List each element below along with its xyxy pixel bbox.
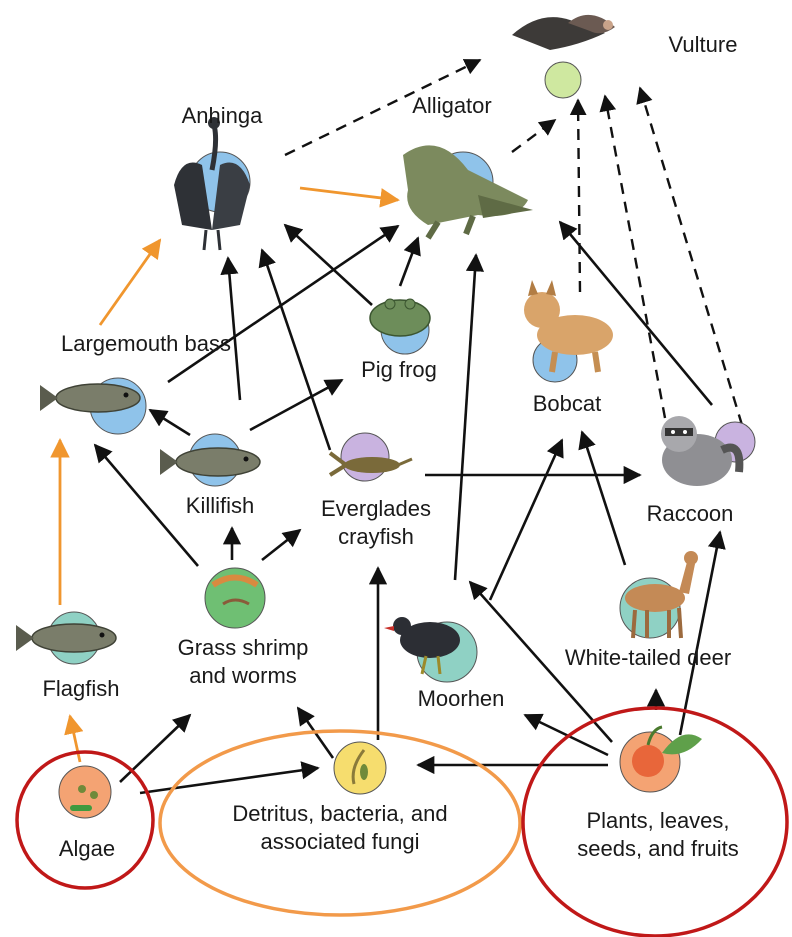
node-deer-label: White-tailed deer bbox=[565, 645, 731, 670]
node-alligator-label: Alligator bbox=[412, 93, 491, 118]
node-grass-shrimp-label-line-1: Grass shrimp bbox=[178, 635, 309, 660]
node-pig-frog-label: Pig frog bbox=[361, 357, 437, 382]
node-plants: Plants, leaves, seeds, and fruits bbox=[577, 727, 738, 861]
node-detritus-label-line-1: Detritus, bacteria, and bbox=[232, 801, 447, 826]
node-algae: Algae bbox=[59, 766, 115, 861]
edge-moorhen-to-alligator bbox=[455, 255, 476, 580]
edge-deer-to-bobcat bbox=[582, 432, 625, 565]
node-largemouth-bass-label: Largemouth bass bbox=[61, 331, 231, 356]
edge-algae-to-detritus bbox=[140, 768, 318, 793]
edge-moorhen-to-bobcat bbox=[490, 440, 562, 600]
node-vulture-badge bbox=[545, 62, 581, 98]
node-deer: White-tailed deer bbox=[565, 551, 731, 670]
edge-largemouth-bass-to-anhinga bbox=[100, 240, 160, 325]
node-bobcat: Bobcat bbox=[524, 280, 613, 416]
edge-anhinga-to-alligator bbox=[300, 188, 398, 200]
node-detritus-label-line-2: associated fungi bbox=[261, 829, 420, 854]
edge-algae-to-grass-shrimp bbox=[120, 715, 190, 782]
edge-killifish-to-largemouth-bass bbox=[150, 410, 190, 435]
node-anhinga-label: Anhinga bbox=[182, 103, 264, 128]
node-raccoon: Raccoon bbox=[647, 416, 755, 526]
node-moorhen: Moorhen bbox=[384, 617, 504, 711]
node-grass-shrimp-label-line-2: and worms bbox=[189, 663, 297, 688]
node-detritus: Detritus, bacteria, and associated fungi bbox=[232, 742, 447, 854]
node-detritus-badge bbox=[334, 742, 386, 794]
node-pig-frog: Pig frog bbox=[361, 299, 437, 382]
edge-killifish-to-anhinga bbox=[228, 258, 240, 400]
edge-pig-frog-to-alligator bbox=[400, 238, 418, 286]
node-anhinga: Anhinga bbox=[174, 103, 263, 250]
fish-icon bbox=[160, 448, 260, 476]
edge-raccoon-to-alligator bbox=[560, 222, 712, 405]
node-everglades-crayfish-badge bbox=[341, 433, 389, 481]
node-plants-label-line-2: seeds, and fruits bbox=[577, 836, 738, 861]
node-vulture: Vulture bbox=[512, 15, 737, 98]
edges-layer bbox=[60, 60, 742, 793]
node-flagfish-label: Flagfish bbox=[42, 676, 119, 701]
edge-grass-shrimp-to-everglades-crayfish bbox=[262, 530, 300, 560]
node-raccoon-label: Raccoon bbox=[647, 501, 734, 526]
node-everglades-crayfish-label-line-1: Everglades bbox=[321, 496, 431, 521]
node-everglades-crayfish: Everglades crayfish bbox=[321, 433, 431, 549]
node-bobcat-label: Bobcat bbox=[533, 391, 602, 416]
edge-deer-to-vulture bbox=[640, 88, 742, 425]
edge-killifish-to-pig-frog bbox=[250, 380, 342, 430]
edge-bobcat-to-vulture bbox=[578, 100, 580, 292]
fish-icon bbox=[16, 624, 116, 652]
node-algae-label: Algae bbox=[59, 836, 115, 861]
node-killifish: Killifish bbox=[160, 434, 260, 518]
node-moorhen-label: Moorhen bbox=[418, 686, 505, 711]
node-largemouth-bass: Largemouth bass bbox=[40, 331, 231, 434]
node-everglades-crayfish-label-line-2: crayfish bbox=[338, 524, 414, 549]
edge-alligator-to-vulture bbox=[512, 120, 555, 152]
vulture-icon bbox=[512, 15, 615, 50]
node-flagfish: Flagfish bbox=[16, 612, 120, 701]
fish-icon bbox=[40, 384, 140, 412]
node-killifish-label: Killifish bbox=[186, 493, 254, 518]
node-grass-shrimp: Grass shrimp and worms bbox=[178, 568, 309, 688]
node-alligator: Alligator bbox=[403, 93, 533, 238]
node-plants-label-line-1: Plants, leaves, bbox=[586, 808, 729, 833]
frog-icon bbox=[370, 299, 430, 336]
node-vulture-label: Vulture bbox=[669, 32, 738, 57]
